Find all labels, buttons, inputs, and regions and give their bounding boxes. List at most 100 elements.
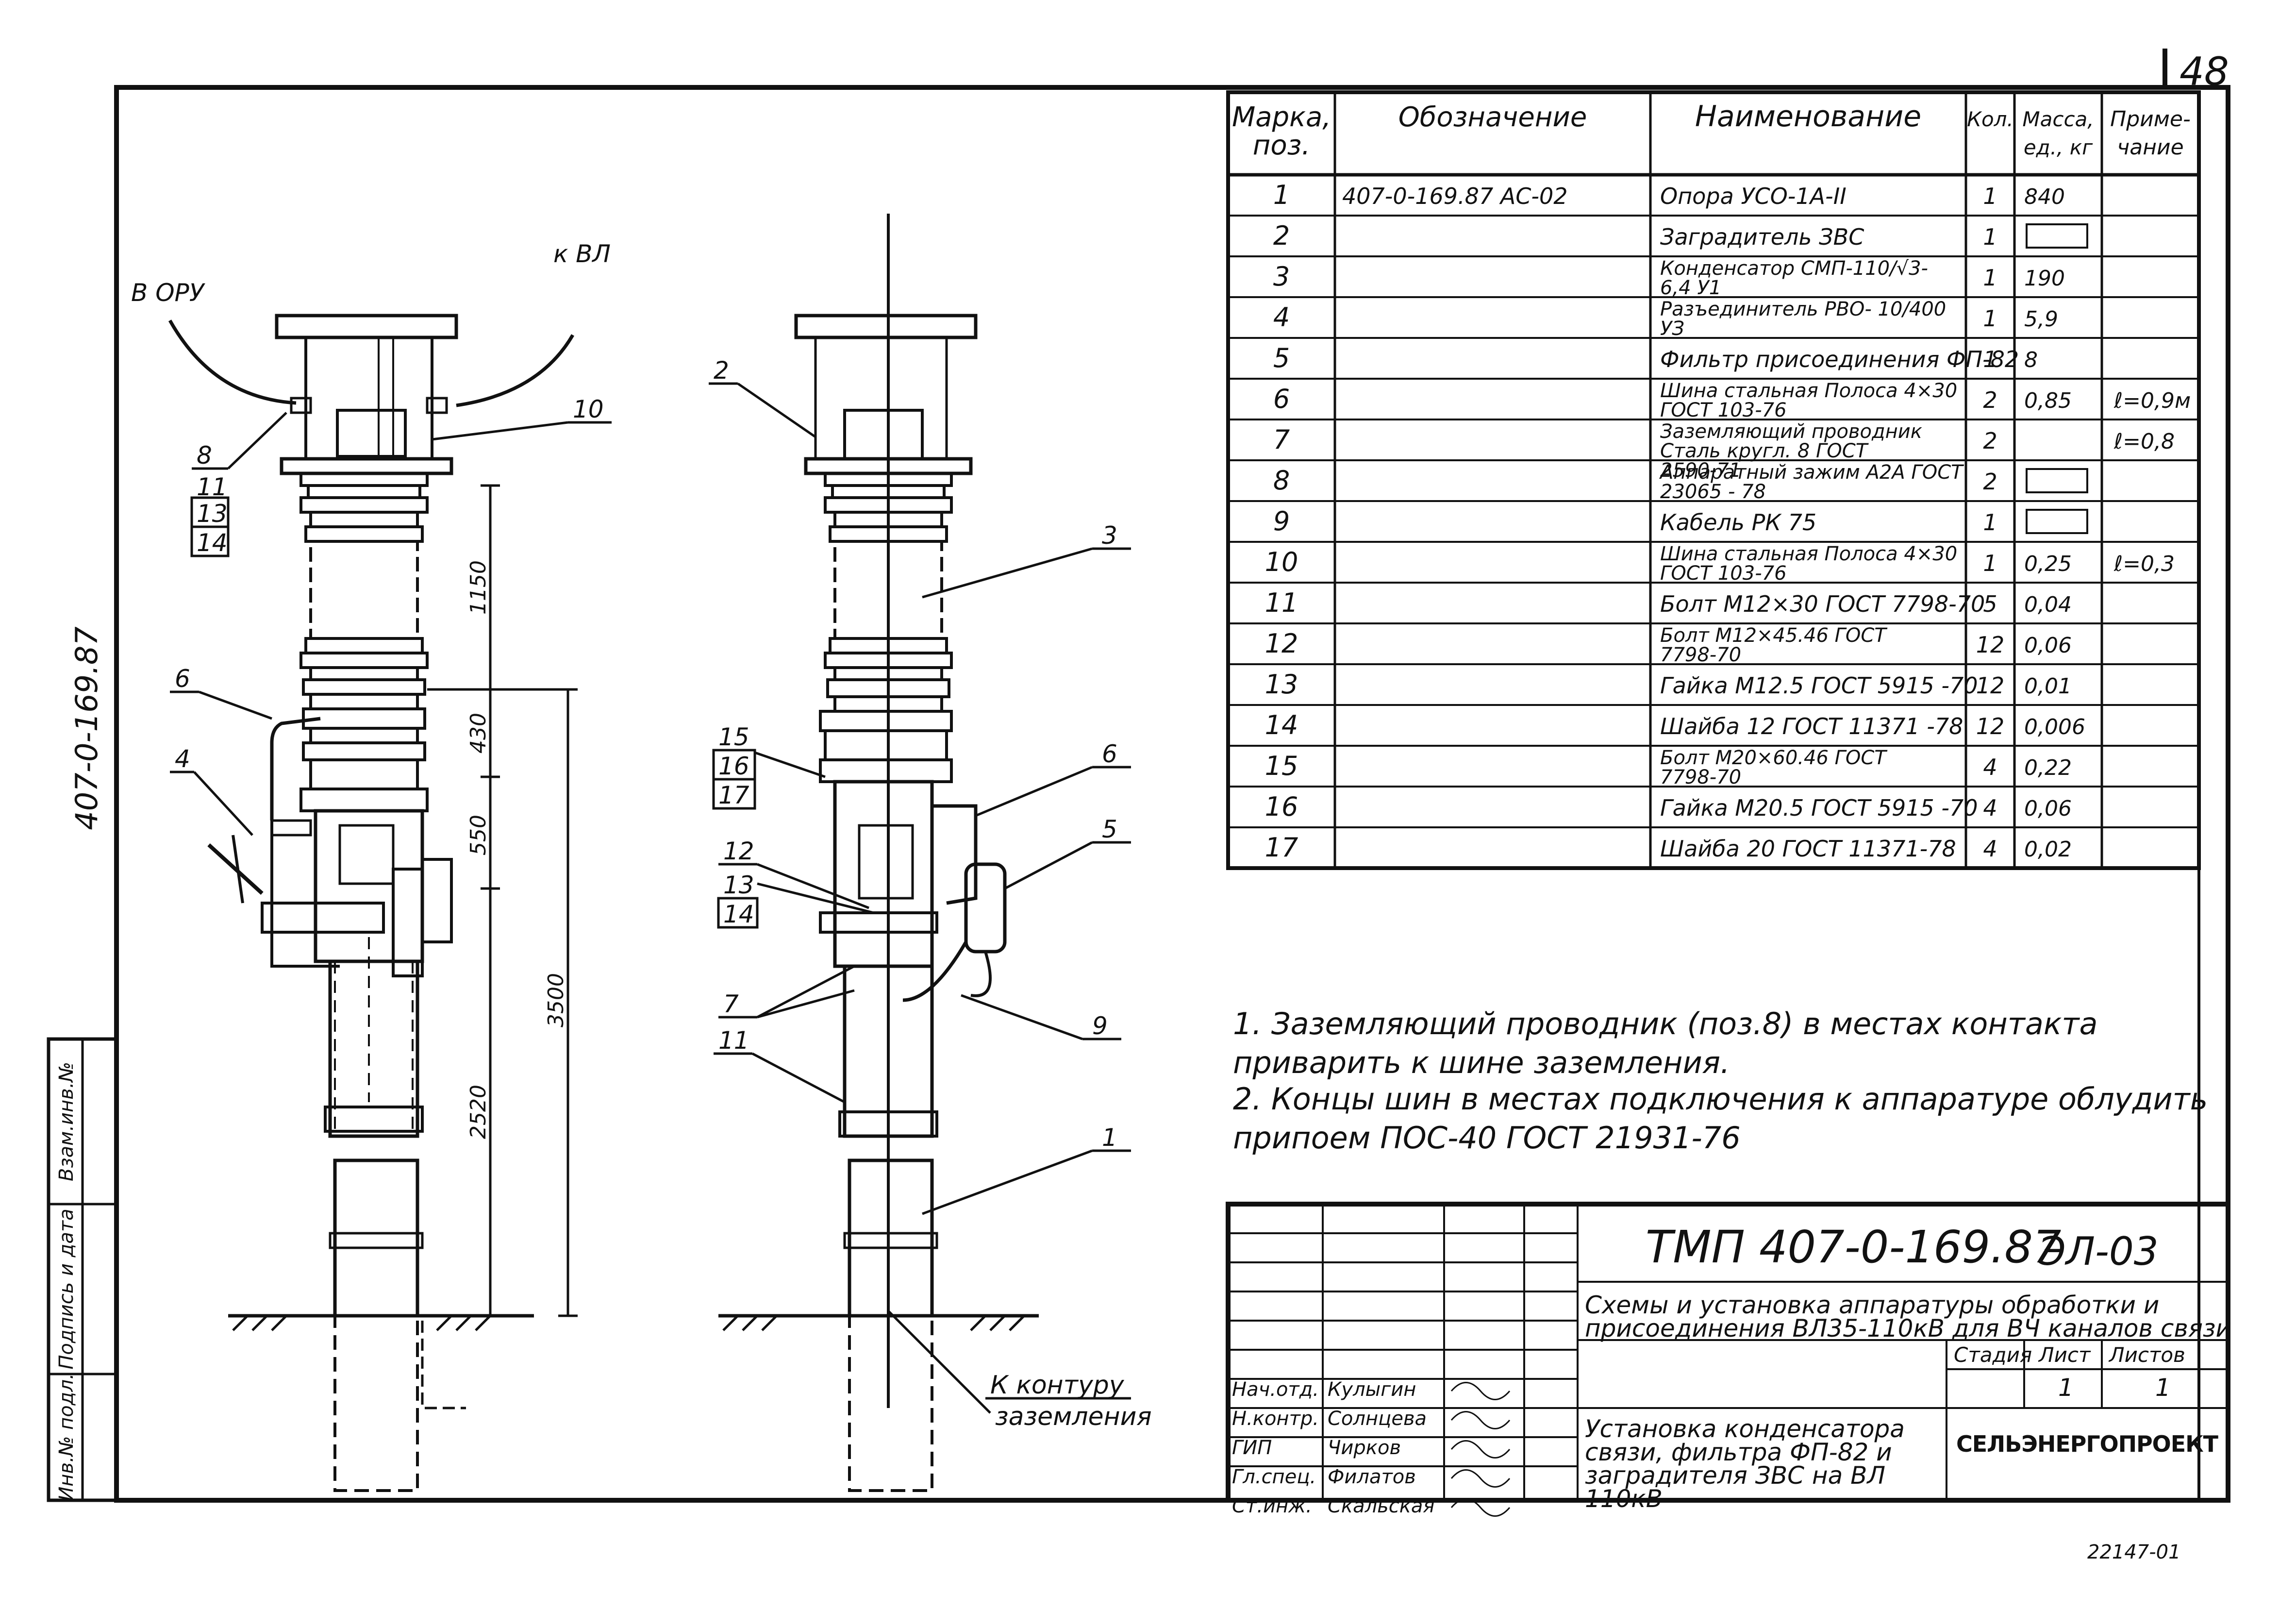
callout-r17: 17 [718,781,749,809]
bottom-mark: 22147-01 [2087,1541,2181,1563]
sign-role: ГИП [1232,1437,1272,1459]
signature-scribble [1450,1498,1511,1517]
spec-pos: 5 [1273,343,1290,373]
callout-8: 8 [197,441,212,470]
dim-1150: 1150 [466,560,491,615]
spec-note: ℓ=0,9м [2113,388,2191,413]
spec-mass: 190 [2024,266,2065,291]
signature-scribble [1450,1411,1511,1429]
stamp-sign: Подпись и дата [55,1208,78,1369]
spec-qty: 1 [1983,224,1997,250]
spec-name: Гайка М20.5 ГОСТ 5915 -70 [1660,795,1978,821]
callout-r7: 7 [723,990,739,1018]
spec-pos: 17 [1265,832,1298,863]
dim-2520: 2520 [466,1085,491,1139]
spec-qty: 2 [1983,387,1997,413]
callout-10: 10 [573,395,604,423]
sign-role: Нач.отд. [1232,1378,1319,1401]
spec-mass: 0,06 [2024,796,2072,821]
spec-mass: 0,02 [2024,837,2072,862]
spec-qty: 1 [1983,265,1997,291]
spec-pos: 14 [1265,710,1298,740]
right-callouts: 2 3 15 16 17 6 5 12 13 14 7 [709,356,1131,1215]
spec-mass: 0,22 [2024,755,2072,780]
spec-qty: 4 [1983,836,1997,862]
spec-pos: 4 [1273,302,1290,333]
spec-pos: 16 [1265,791,1298,822]
spec-mass: 0,06 [2024,633,2072,658]
spec-pos: 8 [1273,465,1290,496]
spec-name: Шайба 20 ГОСТ 11371-78 [1660,836,1956,862]
callout-11: 11 [197,473,228,501]
spec-qty: 1 [1983,183,1997,209]
sign-name: Филатов [1328,1466,1416,1488]
spec-mass: 0,006 [2024,715,2085,739]
spec-qty: 5 [1983,591,1997,617]
project-title: Схемы и установка аппаратуры обработки и… [1585,1291,2231,1342]
side-code: 407-0-169.87 [69,626,104,830]
spec-qty: 1 [1983,550,1997,576]
ground-note-1: К контуру [990,1371,1125,1400]
spec-qty: 4 [1983,795,1997,821]
left-callouts: 8 11 13 14 6 4 10 [170,395,612,836]
sign-name: Скальская [1328,1495,1434,1517]
callout-r12: 12 [723,837,754,865]
sheet-label: Лист [2038,1343,2091,1367]
spec-header-1: Обозначение [1398,101,1587,133]
sheet-frame [114,85,2230,1503]
left-support-view: В ОРУ к ВЛ [131,240,612,1492]
stage-label: Стадия [1954,1343,2032,1367]
spec-pos: 12 [1265,628,1298,659]
callout-r5: 5 [1102,815,1117,843]
spec-designation: 407-0-169.87 АС-02 [1342,183,1568,209]
callout-r2: 2 [714,356,729,385]
callout-4: 4 [175,745,190,773]
spec-qty: 2 [1983,469,1997,495]
spec-qty: 2 [1983,428,1997,454]
dim-550: 550 [466,815,491,855]
doc-code: ТМП 407-0-169.87 [1646,1221,2061,1273]
sign-name: Чирков [1328,1437,1401,1459]
note-1: 1. Заземляющий проводник (поз.8) в места… [1233,1006,2097,1080]
dim-3500: 3500 [544,973,568,1027]
organization: СЕЛЬЭНЕРГОПРОЕКТ [1956,1431,2219,1457]
sheets-value: 1 [2155,1374,2171,1402]
callout-14: 14 [197,529,228,557]
notes: 1. Заземляющий проводник (поз.8) в места… [1233,1006,2208,1156]
stamp-repl: Взам.инв.№ [55,1062,78,1181]
spec-pos: 13 [1265,669,1298,700]
spec-note: ℓ=0,3 [2113,552,2175,576]
spec-qty: 4 [1983,754,1997,780]
note-2: 2. Концы шин в местах подключения к аппа… [1233,1081,2208,1156]
callout-r14: 14 [723,900,754,928]
callout-6: 6 [175,665,190,693]
spec-pos: 9 [1273,506,1290,537]
spec-name: Фильтр присоединения ФП-82 [1660,346,2019,372]
callout-r13: 13 [723,871,754,899]
spec-qty: 12 [1976,672,2005,699]
spec-name: Гайка М12.5 ГОСТ 5915 -70 [1660,672,1978,699]
spec-note: ℓ=0,8 [2113,429,2175,454]
spec-mass-blank-box [2026,509,2088,534]
spec-pos: 6 [1273,384,1290,414]
sheet-value: 1 [2058,1374,2074,1402]
spec-mass: 0,01 [2024,674,2072,699]
spec-mass: 5,9 [2024,307,2058,332]
sign-role: Гл.спец. [1232,1466,1316,1488]
spec-qty: 1 [1983,346,1997,372]
spec-pos: 15 [1265,751,1298,781]
spec-mass: 8 [2024,348,2038,372]
sign-name: Кулыгин [1328,1378,1416,1401]
spec-pos: 7 [1273,424,1290,455]
spec-header-0: Марка,поз. [1232,101,1331,161]
